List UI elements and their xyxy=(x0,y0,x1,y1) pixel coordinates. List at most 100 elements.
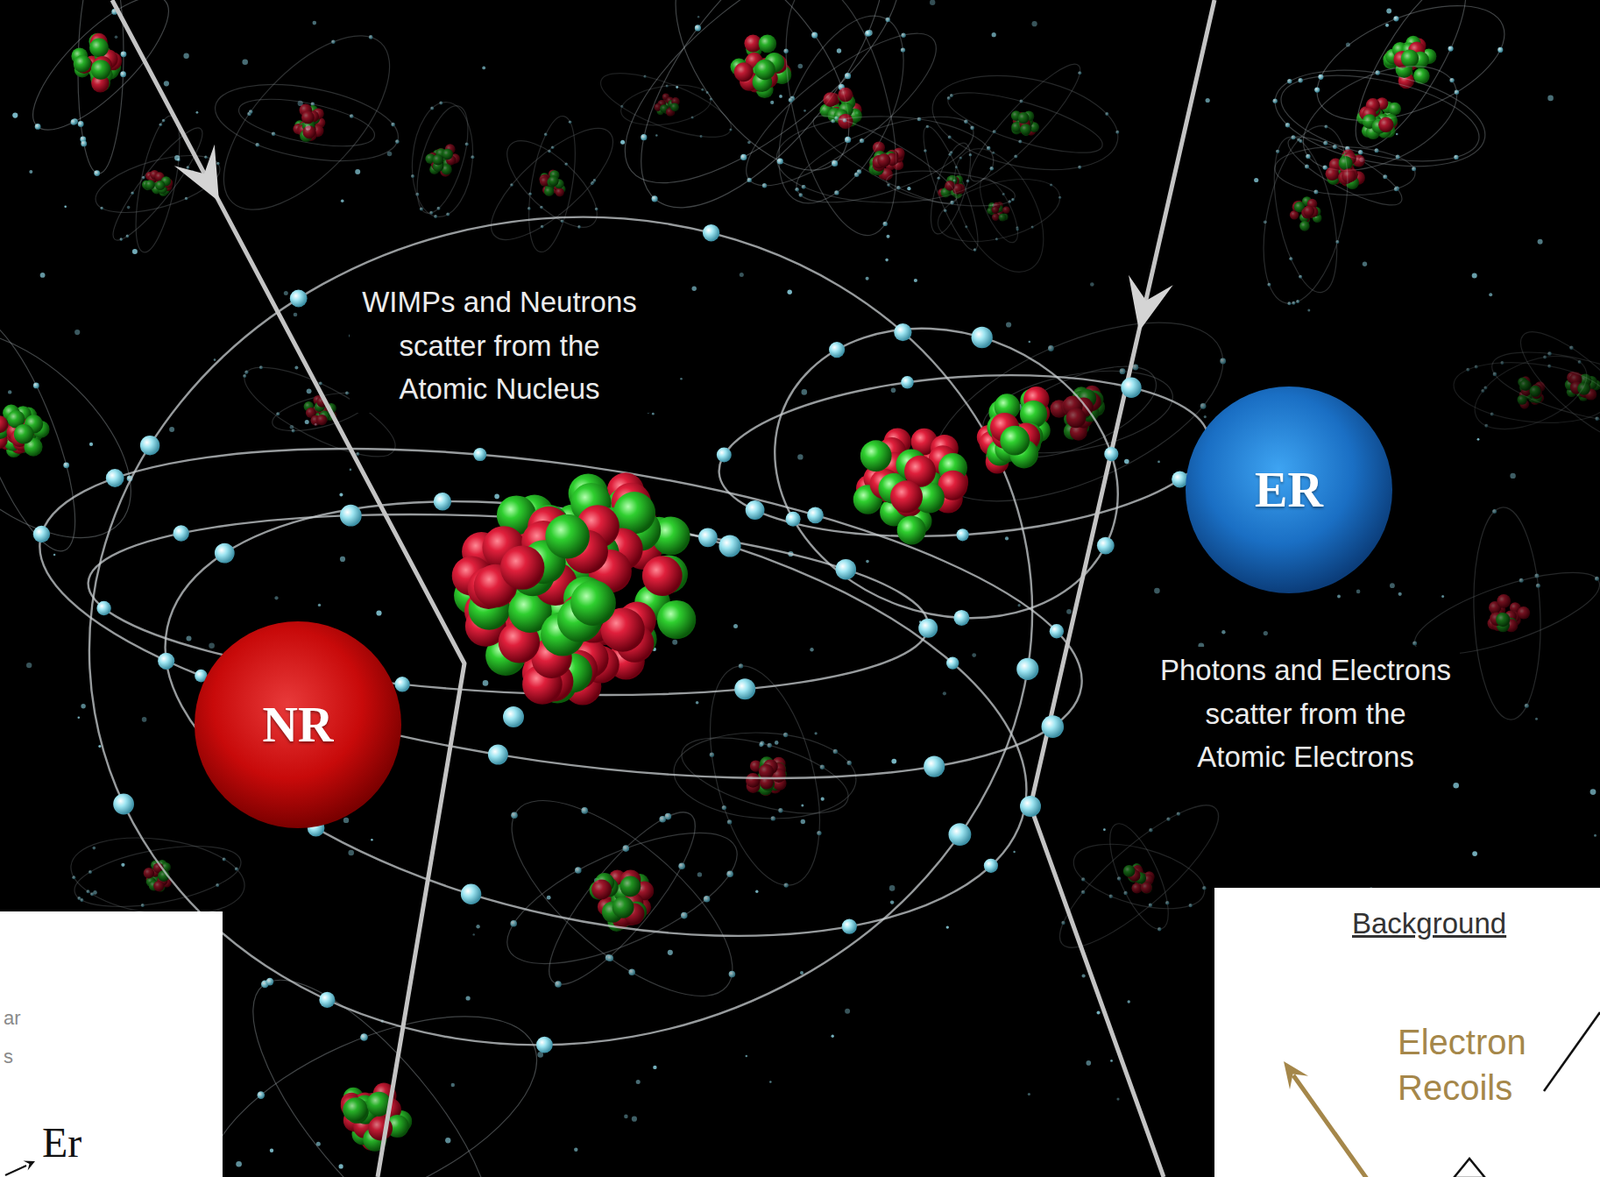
electron xyxy=(900,47,906,52)
electron xyxy=(926,125,930,129)
stray-electron xyxy=(120,863,125,867)
electron xyxy=(966,179,970,184)
stray-electron xyxy=(1082,973,1086,977)
orbit xyxy=(618,79,715,131)
stray-electron xyxy=(1221,630,1225,634)
electron xyxy=(706,91,709,94)
circle-label: NR xyxy=(262,696,334,753)
stray-electron xyxy=(1547,95,1554,102)
orbit xyxy=(1450,354,1600,430)
stray-electron xyxy=(274,595,278,600)
nucleon xyxy=(642,555,683,596)
stray-electron xyxy=(169,426,175,432)
stray-electron xyxy=(655,134,659,137)
electron xyxy=(527,206,531,211)
orbit xyxy=(1067,831,1212,921)
stray-electron xyxy=(800,819,806,824)
text-holder: Electron Recoils xyxy=(1397,1019,1573,1111)
nucleon xyxy=(91,59,112,80)
small-arrow-line xyxy=(5,1165,27,1176)
stray-electron xyxy=(620,140,625,145)
nucleon xyxy=(837,113,853,129)
orbit xyxy=(1262,131,1349,298)
electron xyxy=(785,511,801,527)
electron xyxy=(767,743,772,748)
electron xyxy=(1115,130,1119,135)
electron xyxy=(184,197,189,201)
electron xyxy=(844,72,851,79)
electron xyxy=(1077,70,1082,75)
stray-electron xyxy=(375,609,382,616)
nucleus xyxy=(141,169,173,197)
electron xyxy=(709,98,713,101)
stray-electron xyxy=(481,66,486,71)
electron xyxy=(255,142,261,148)
electron xyxy=(544,133,548,137)
electron xyxy=(1049,623,1064,638)
nucleon xyxy=(570,580,616,626)
electron xyxy=(691,115,694,119)
nucleon xyxy=(860,439,893,472)
electron xyxy=(628,969,636,977)
stray-electron xyxy=(80,703,85,708)
stray-electron xyxy=(774,740,779,745)
stray-electron xyxy=(1441,594,1445,598)
electron xyxy=(86,889,91,893)
nucleon xyxy=(670,102,680,112)
stray-electron xyxy=(294,366,298,370)
recoil-circle: ER xyxy=(1183,384,1395,595)
stray-electron xyxy=(1086,1060,1092,1066)
electron xyxy=(700,134,703,138)
nucleus xyxy=(70,33,122,93)
atom xyxy=(1248,118,1362,312)
stray-electron xyxy=(991,32,997,37)
stray-electron xyxy=(667,949,673,956)
electron xyxy=(1077,165,1082,170)
orbit xyxy=(1274,144,1416,199)
electron xyxy=(1295,299,1300,304)
stray-electron xyxy=(1027,1092,1031,1096)
atom xyxy=(89,112,227,255)
electron xyxy=(859,138,864,143)
nucleon xyxy=(657,600,696,639)
stray-electron xyxy=(1337,594,1341,599)
stray-electron xyxy=(778,94,783,99)
stray-electron xyxy=(800,804,804,808)
atom xyxy=(406,99,478,220)
electron xyxy=(729,127,732,131)
electron xyxy=(923,756,945,778)
electron xyxy=(339,504,362,527)
nucleus xyxy=(1289,196,1323,231)
nucleon xyxy=(1341,168,1357,184)
stray-electron xyxy=(573,1147,578,1152)
stray-electron xyxy=(651,412,655,416)
stray-electron xyxy=(1157,460,1161,464)
electron xyxy=(580,807,588,815)
electron xyxy=(1374,148,1380,153)
stray-electron xyxy=(12,113,18,119)
stray-electron xyxy=(1090,282,1095,287)
stray-electron xyxy=(1452,782,1459,789)
electron xyxy=(771,815,776,821)
electron xyxy=(1500,361,1504,365)
nucleon xyxy=(1302,205,1315,218)
stray-electron xyxy=(1356,589,1361,595)
orbit xyxy=(1042,786,1236,966)
electron xyxy=(729,970,737,978)
stray-electron xyxy=(1005,321,1012,327)
electron xyxy=(33,382,40,390)
electron xyxy=(722,805,727,810)
stray-electron xyxy=(798,63,804,70)
nucleon xyxy=(1140,881,1153,893)
black-arrow-line xyxy=(1543,1012,1600,1091)
nucleon xyxy=(1388,102,1402,116)
electron xyxy=(969,153,973,157)
orbit xyxy=(976,357,1180,467)
electron xyxy=(1519,578,1524,583)
nucleus xyxy=(452,472,697,705)
atom xyxy=(1042,786,1236,966)
stray-electron xyxy=(733,623,738,629)
electron xyxy=(762,183,767,188)
electron xyxy=(1474,365,1479,369)
stray-electron xyxy=(803,109,807,113)
